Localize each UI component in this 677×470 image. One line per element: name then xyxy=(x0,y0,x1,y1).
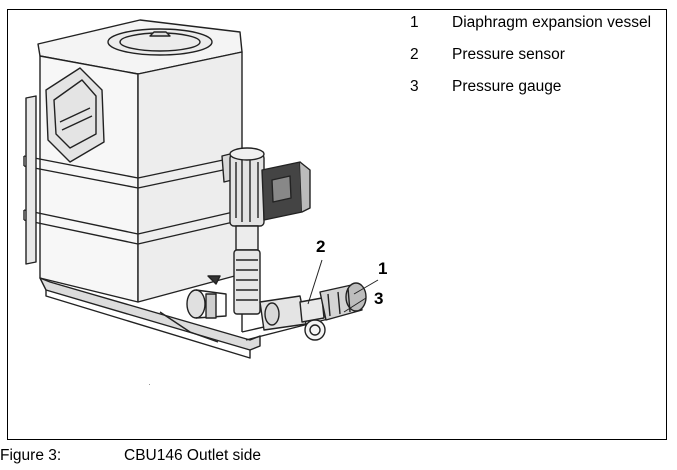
callout-3: 3 xyxy=(374,289,383,308)
legend-item: 3 Pressure gauge xyxy=(410,76,665,98)
callout-2: 2 xyxy=(316,237,325,256)
legend-text: Pressure sensor xyxy=(452,46,565,63)
figure-label: Figure 3: xyxy=(0,447,62,464)
legend-number: 2 xyxy=(410,46,419,63)
legend-text: Pressure gauge xyxy=(452,78,562,95)
legend-number: 3 xyxy=(410,78,419,95)
legend-list: 1 Diaphragm expansion vessel 2 Pressure … xyxy=(410,12,665,108)
figure-frame xyxy=(7,9,667,440)
figure-caption: Figure 3: CBU146 Outlet side xyxy=(0,447,261,465)
figure-title: CBU146 Outlet side xyxy=(124,447,261,464)
equipment-drawing: 2 1 3 xyxy=(23,19,387,359)
stray-dot xyxy=(149,384,150,385)
legend-item: 1 Diaphragm expansion vessel xyxy=(410,12,665,34)
legend-item: 2 Pressure sensor xyxy=(410,44,665,66)
legend-number: 1 xyxy=(410,14,419,31)
callout-1: 1 xyxy=(378,259,387,278)
legend-text: Diaphragm expansion vessel xyxy=(452,14,652,31)
